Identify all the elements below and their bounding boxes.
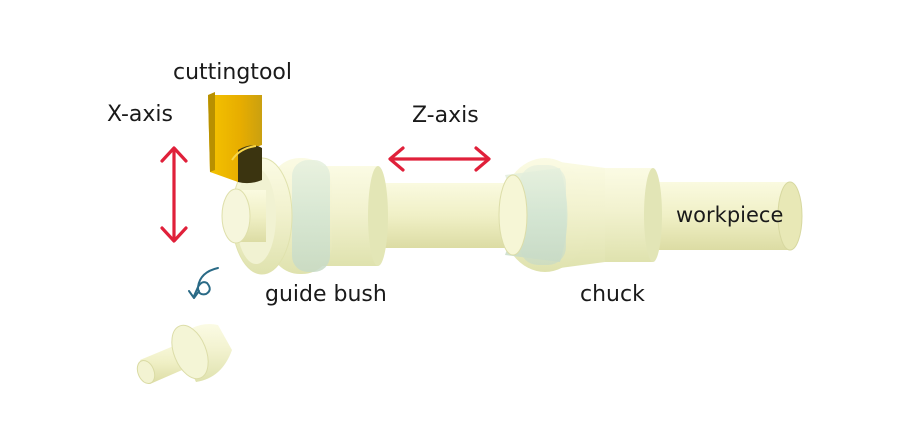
finished-part <box>136 324 232 385</box>
guide-bush-body <box>221 157 388 275</box>
z-axis-label: Z-axis <box>412 103 479 128</box>
guide-bush-label: guide bush <box>265 282 387 307</box>
x-axis-arrow-icon <box>160 146 188 243</box>
workpiece-label: workpiece <box>676 203 784 227</box>
rotation-arrow-icon <box>188 267 219 299</box>
workpiece <box>640 181 803 251</box>
z-axis-arrow-icon <box>388 146 491 172</box>
cutting-tool-label: cuttingtool <box>173 60 292 85</box>
x-axis-label: X-axis <box>107 102 173 127</box>
cutting-tool <box>208 92 262 184</box>
chuck-body <box>498 158 662 272</box>
chuck-label: chuck <box>580 282 645 307</box>
